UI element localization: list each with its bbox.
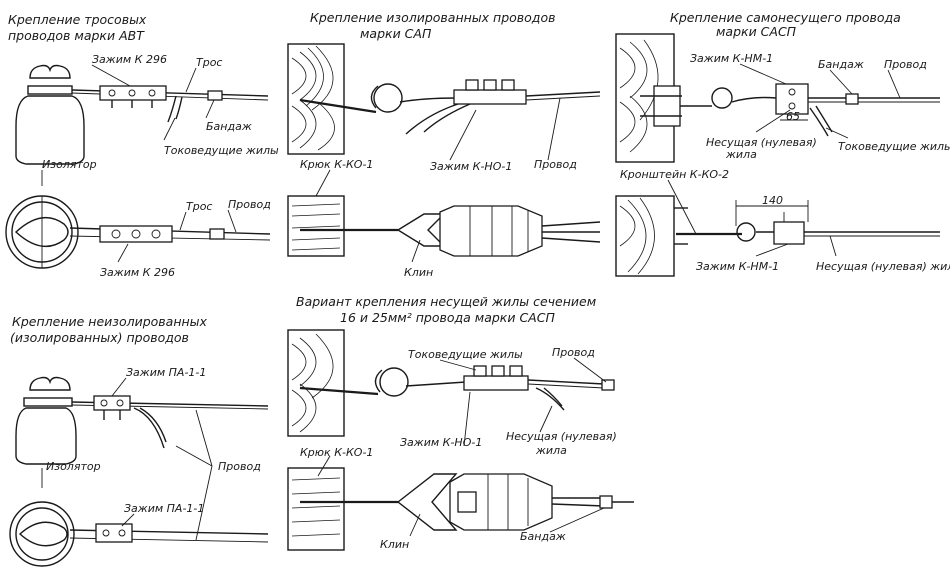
sasp-label-conductors: Токоведущие жилы bbox=[838, 140, 950, 153]
variant-label-neutral-line1: Несущая (нулевая) bbox=[506, 430, 617, 443]
avt-label-band: Бандаж bbox=[206, 120, 252, 133]
avt-label-insulator: Изолятор bbox=[42, 158, 97, 171]
uninsulated-label-clamp-top: Зажим ПА-1-1 bbox=[126, 366, 206, 379]
insulator-top bbox=[15, 64, 85, 165]
sasp-wood-post-bottom bbox=[615, 195, 688, 277]
panel-variant-title-line2: 16 и 25мм² провода марки САСП bbox=[340, 310, 555, 325]
panel-uninsulated: Крепление неизолированных (изолированных… bbox=[9, 314, 269, 567]
sasp-label-neutral-line2: жила bbox=[725, 148, 757, 161]
sasp-bracket-eye bbox=[736, 222, 756, 242]
panel-avt-title-line1: Крепление тросовых bbox=[8, 12, 147, 27]
avt-label-wire: Провод bbox=[228, 198, 271, 211]
panel-sap-title-line1: Крепление изолированных проводов bbox=[310, 10, 555, 25]
variant-label-clamp: Зажим К-НО-1 bbox=[400, 436, 482, 449]
sap-label-wedge: Клин bbox=[404, 266, 433, 279]
sasp-label-neutral-bottom: Несущая (нулевая) жила bbox=[816, 260, 950, 273]
panel-uninsulated-title-line1: Крепление неизолированных bbox=[12, 314, 208, 329]
sap-label-clamp: Зажим К-НО-1 bbox=[430, 160, 512, 173]
avt-label-conductors: Токоведущие жилы bbox=[164, 144, 279, 157]
avt-label-clamp-bottom: Зажим К 296 bbox=[100, 266, 175, 279]
sasp-label-band: Бандаж bbox=[818, 58, 864, 71]
uninsulated-label-wire: Провод bbox=[218, 460, 261, 473]
uninsulated-insulator-top bbox=[15, 376, 77, 465]
variant-label-band: Бандаж bbox=[520, 530, 566, 543]
variant-label-conductors: Токоведущие жилы bbox=[408, 348, 523, 361]
panel-sap-title-line2: марки САП bbox=[360, 26, 432, 41]
avt-label-cable: Трос bbox=[196, 56, 222, 69]
avt-label-cable-bottom: Трос bbox=[186, 200, 212, 213]
sasp-clamp-k-nm-1-bottom bbox=[756, 212, 805, 245]
variant-wedge-clamp bbox=[396, 473, 553, 531]
variant-hook-eye bbox=[379, 367, 409, 397]
sasp-label-clamp-top: Зажим К-НМ-1 bbox=[690, 52, 773, 65]
panel-variant-title-line1: Вариант крепления несущей жилы сечением bbox=[296, 294, 596, 309]
panel-uninsulated-title-line2: (изолированных) проводов bbox=[10, 330, 189, 345]
sap-wood-post-top bbox=[287, 43, 345, 155]
insulator-plan-bottom bbox=[5, 195, 79, 269]
clamp-k296-top bbox=[99, 85, 167, 108]
sap-wedge-clamp bbox=[396, 205, 543, 257]
uninsulated-insulator-plan bbox=[9, 501, 75, 567]
clamp-pa-1-1-bottom bbox=[95, 523, 133, 543]
variant-clamp-top bbox=[405, 365, 529, 391]
sasp-dim-bottom: 140 bbox=[762, 194, 783, 207]
panel-variant: Вариант крепления несущей жилы сечением … bbox=[287, 294, 634, 551]
sasp-label-neutral-line1: Несущая (нулевая) bbox=[706, 136, 817, 149]
sasp-bracket-top bbox=[640, 85, 733, 127]
variant-label-wedge: Клин bbox=[380, 538, 409, 551]
sasp-label-clamp-bottom: Зажим К-НМ-1 bbox=[696, 260, 779, 273]
avt-label-clamp-top: Зажим К 296 bbox=[92, 53, 167, 66]
sap-label-hook: Крюк К-КО-1 bbox=[300, 158, 373, 171]
variant-label-wire: Провод bbox=[552, 346, 595, 359]
variant-wood-post-bottom bbox=[287, 467, 345, 551]
panel-avt: Крепление тросовых проводов марки АВТ За… bbox=[5, 12, 279, 279]
avt-band-top bbox=[207, 90, 223, 101]
sasp-label-wire: Провод bbox=[884, 58, 927, 71]
panel-avt-title-line2: проводов марки АВТ bbox=[8, 28, 145, 43]
sap-hook-eye bbox=[373, 83, 403, 113]
variant-label-neutral-line2: жила bbox=[535, 444, 567, 457]
panel-sap: Крепление изолированных проводов марки С… bbox=[287, 10, 601, 279]
uninsulated-label-insulator: Изолятор bbox=[46, 460, 101, 473]
panel-sasp: Крепление самонесущего провода марки САС… bbox=[615, 10, 950, 277]
sap-wood-post-bottom bbox=[287, 195, 345, 257]
variant-wood-post-top bbox=[287, 329, 345, 437]
sap-clamp-k-no-1-top bbox=[399, 79, 527, 135]
uninsulated-label-clamp-bottom: Зажим ПА-1-1 bbox=[124, 502, 204, 515]
panel-sasp-title-line1: Крепление самонесущего провода bbox=[670, 10, 901, 25]
sasp-label-bracket: Кронштейн К-КО-2 bbox=[620, 168, 729, 181]
sasp-dim-top: 65 bbox=[786, 110, 800, 123]
sap-label-wire: Провод bbox=[534, 158, 577, 171]
sap-hook-shank bbox=[299, 98, 377, 114]
sasp-clamp-k-nm-1-top bbox=[731, 83, 809, 115]
panel-sasp-title-line2: марки САСП bbox=[716, 24, 797, 39]
variant-label-hook: Крюк К-КО-1 bbox=[300, 446, 373, 459]
clamp-k296-bottom bbox=[99, 225, 173, 243]
